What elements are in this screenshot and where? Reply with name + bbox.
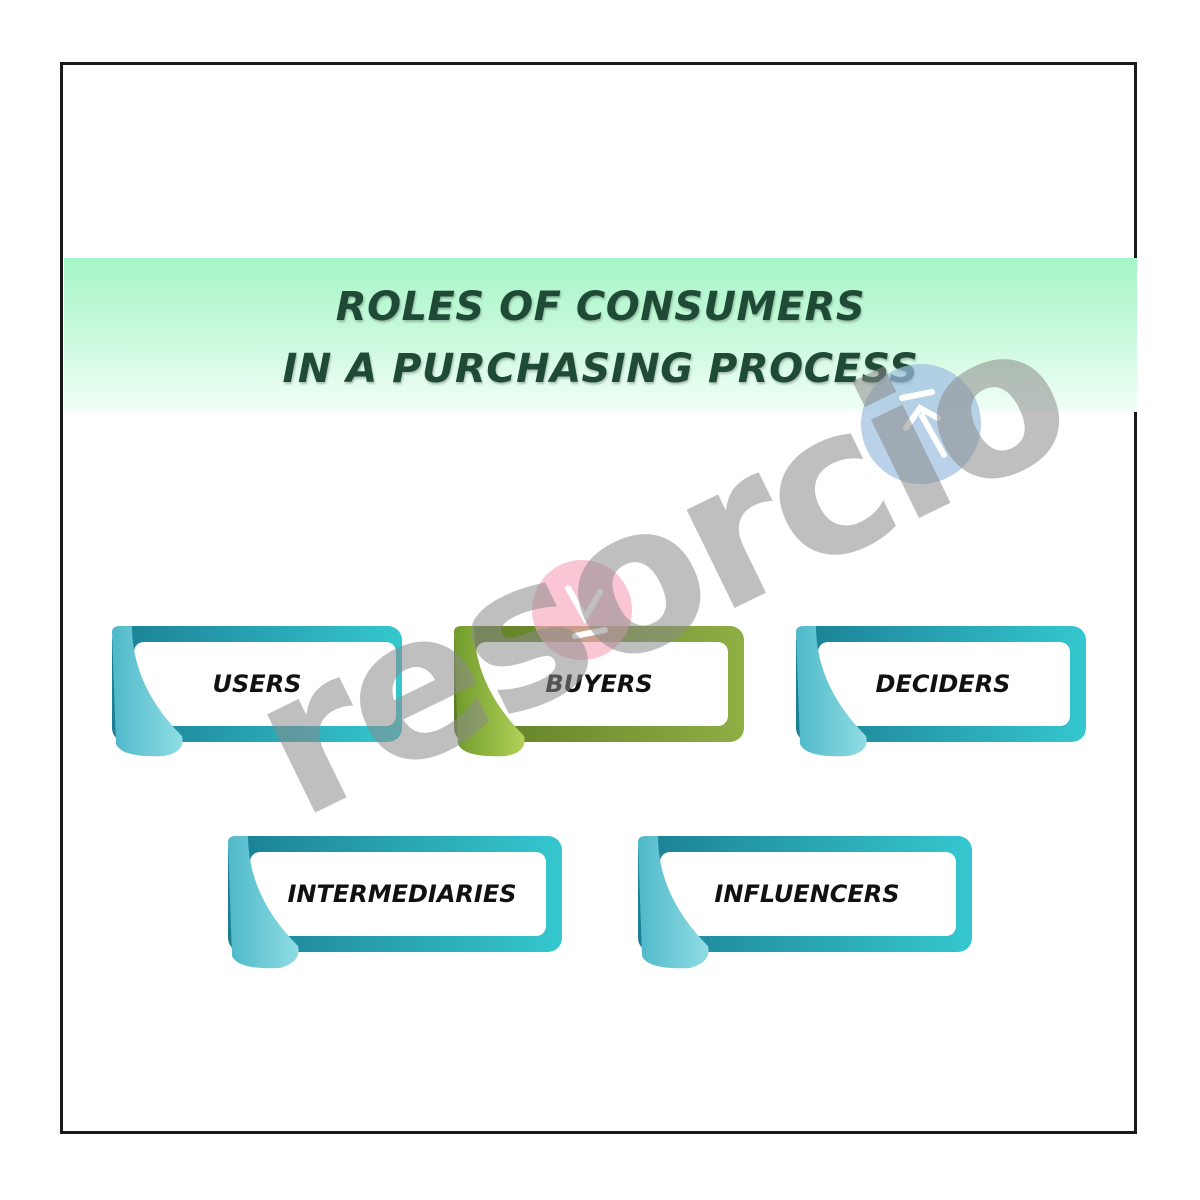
role-tag-buyers: BUYERS xyxy=(454,626,746,758)
title-line-2: IN A PURCHASING PROCESS xyxy=(282,346,919,392)
role-label: INTERMEDIARIES xyxy=(287,880,517,908)
ribbon-shape xyxy=(454,626,744,757)
ribbon-shape xyxy=(796,626,1086,757)
role-tag-deciders: DECIDERS xyxy=(796,626,1088,758)
role-tag-users: USERS xyxy=(112,626,404,758)
ribbon-shape xyxy=(228,836,562,969)
role-label: DECIDERS xyxy=(875,670,1011,698)
role-tag-intermediaries: INTERMEDIARIES xyxy=(228,836,564,970)
role-label: BUYERS xyxy=(545,670,653,698)
diagram-frame xyxy=(60,62,1137,1134)
title-line-1: ROLES OF CONSUMERS xyxy=(335,284,866,330)
diagram-title: ROLES OF CONSUMERS IN A PURCHASING PROCE… xyxy=(64,276,1137,400)
ribbon-shape xyxy=(112,626,402,757)
role-label: INFLUENCERS xyxy=(714,880,900,908)
ribbon-shape xyxy=(638,836,972,969)
role-tag-influencers: INFLUENCERS xyxy=(638,836,974,970)
role-label: USERS xyxy=(212,670,302,698)
